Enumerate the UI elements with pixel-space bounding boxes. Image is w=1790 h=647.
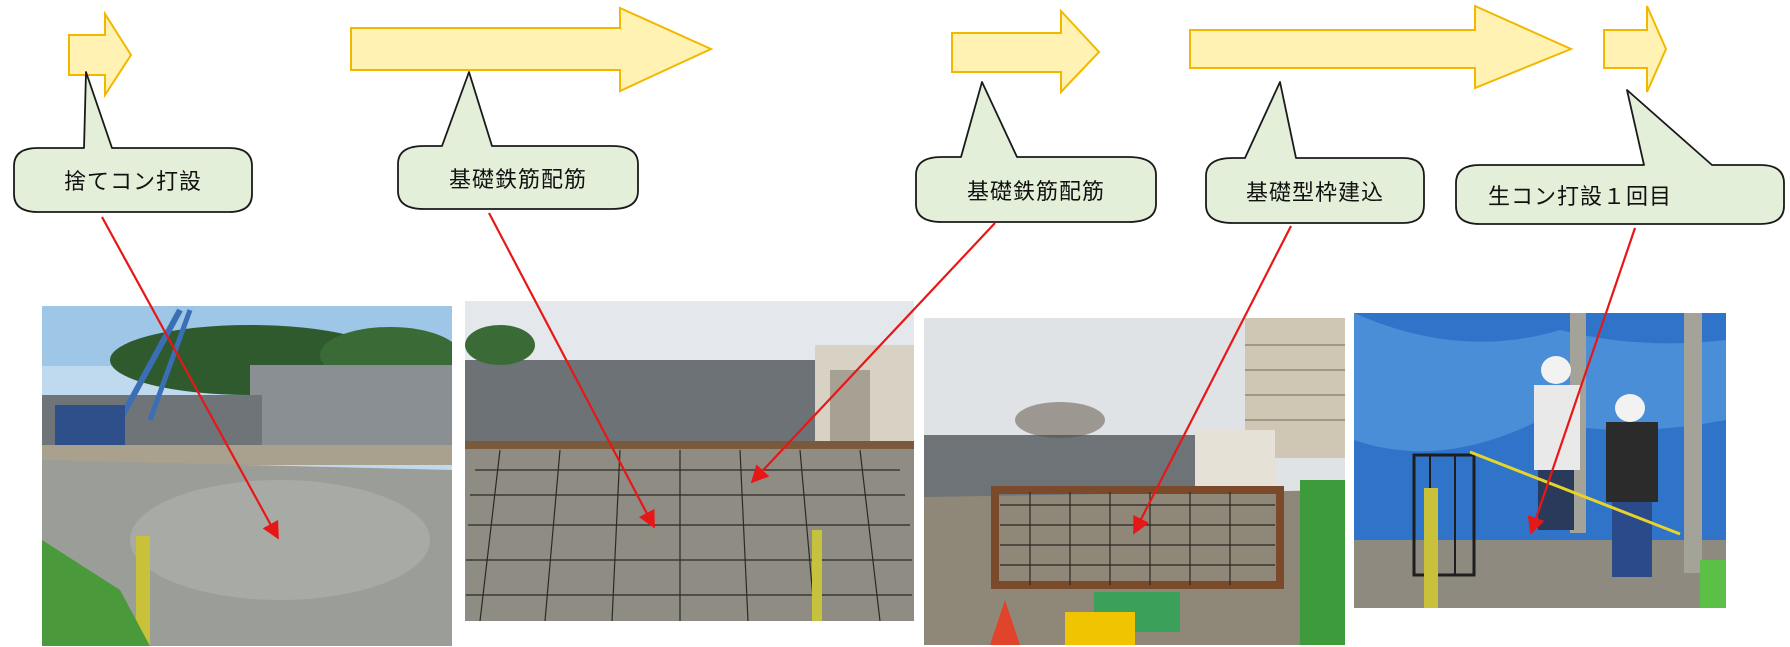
callout-bubble-5 <box>1455 89 1785 225</box>
photo-rebar-grid <box>465 301 914 621</box>
callout-label-5: 生コン打設１回目 <box>1487 184 1672 210</box>
pointer-line-4 <box>1133 225 1292 535</box>
photo-rebar-formwork <box>924 318 1345 645</box>
pointer-line-2 <box>488 212 655 529</box>
callout-label-1: 捨てコン打設 <box>63 170 202 195</box>
photo-concrete-pour <box>42 306 452 646</box>
timeline-arrow-1 <box>68 10 133 99</box>
timeline-arrow-3 <box>951 8 1101 95</box>
pointer-line-5 <box>1527 227 1637 535</box>
timeline-arrow-4 <box>1189 4 1574 90</box>
timeline-arrow-5 <box>1603 5 1668 93</box>
pointer-lines <box>101 212 1637 540</box>
callout-bubble-3 <box>915 81 1157 223</box>
pointer-line-3 <box>750 222 996 484</box>
pointer-line-1 <box>101 216 279 540</box>
timeline-arrows <box>68 4 1668 99</box>
timeline-arrow-2 <box>350 6 714 93</box>
callout-bubble-2 <box>397 71 639 210</box>
callouts <box>13 71 1785 225</box>
callout-bubble-4 <box>1205 81 1425 224</box>
photo-workers-tarp <box>1354 313 1726 608</box>
callout-bubble-1 <box>13 71 253 213</box>
callout-label-3: 基礎鉄筋配筋 <box>966 179 1105 205</box>
callout-label-4: 基礎型枠建込 <box>1245 180 1384 206</box>
callout-label-2: 基礎鉄筋配筋 <box>448 167 587 193</box>
